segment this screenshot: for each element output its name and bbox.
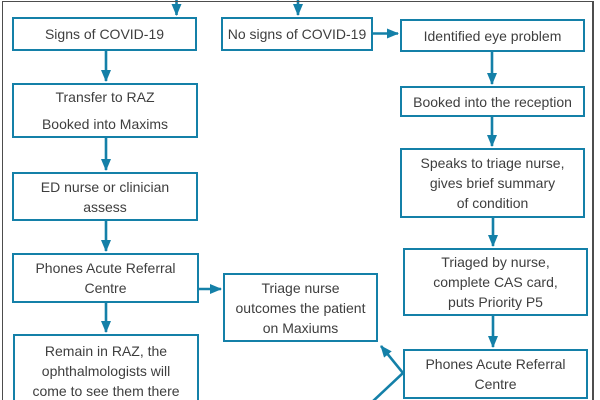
- flow-node-phones-acute-referral-right: Phones Acute Referral Centre: [403, 349, 588, 399]
- node-text-line: complete CAS card,: [433, 274, 558, 290]
- node-text-line: come to see them there: [32, 382, 180, 399]
- node-text-line: Booked into the reception: [413, 93, 572, 110]
- node-text-line: Centre: [84, 280, 127, 296]
- flow-node-ed-nurse-assess: ED nurse or clinician assess: [12, 172, 198, 221]
- flow-node-phones-acute-referral-left: Phones Acute Referral Centre: [12, 253, 199, 303]
- node-text-line: gives brief summary: [429, 175, 556, 191]
- flow-node-identified-eye-problem: Identified eye problem: [400, 19, 585, 52]
- node-text-line: on Maxiums: [262, 319, 339, 336]
- flow-node-remain-in-raz: Remain in RAZ, the ophthalmologists will…: [13, 334, 199, 400]
- node-text-line: ED nurse or clinician: [40, 178, 170, 195]
- flow-node-signs-of-covid19: Signs of COVID-19: [12, 17, 197, 51]
- node-text-line: Speaks to triage nurse,: [420, 155, 565, 171]
- node-text-line: No signs of COVID-19: [227, 26, 367, 42]
- node-text-line: Phones Acute Referral: [425, 356, 566, 372]
- node-text-line: Transfer to RAZ: [55, 88, 155, 105]
- arrow-phones-right-to-triage-outcomes: [372, 345, 405, 400]
- node-text-line: Triage nurse: [261, 279, 340, 296]
- node-text-line: of condition: [456, 195, 529, 211]
- node-text-line: outcomes the patient: [235, 299, 366, 316]
- flow-node-triaged-by-nurse: Triaged by nurse, complete CAS card, put…: [403, 248, 588, 316]
- flow-node-booked-into-reception: Booked into the reception: [400, 86, 585, 117]
- flow-node-triage-nurse-outcomes: Triage nurse outcomes the patient on Max…: [223, 273, 378, 342]
- flow-node-speaks-to-triage-nurse: Speaks to triage nurse, gives brief summ…: [400, 148, 585, 218]
- node-text-line: Centre: [474, 376, 517, 392]
- node-text-line: Remain in RAZ, the: [44, 342, 168, 359]
- flow-node-transfer-to-raz: Transfer to RAZ Booked into Maxims: [12, 83, 198, 138]
- node-text-line: Phones Acute Referral: [35, 260, 176, 276]
- flow-node-no-signs-of-covid19: No signs of COVID-19: [221, 17, 373, 51]
- node-text-line: Signs of COVID-19: [44, 26, 165, 42]
- node-text-line: ophthalmologists will: [41, 362, 171, 379]
- node-text-line: assess: [83, 198, 127, 215]
- node-text-line: Booked into Maxims: [41, 115, 169, 132]
- node-text-line: Identified eye problem: [423, 27, 562, 44]
- node-text-line: Triaged by nurse,: [441, 254, 550, 270]
- node-text-line: puts Priority P5: [448, 294, 543, 310]
